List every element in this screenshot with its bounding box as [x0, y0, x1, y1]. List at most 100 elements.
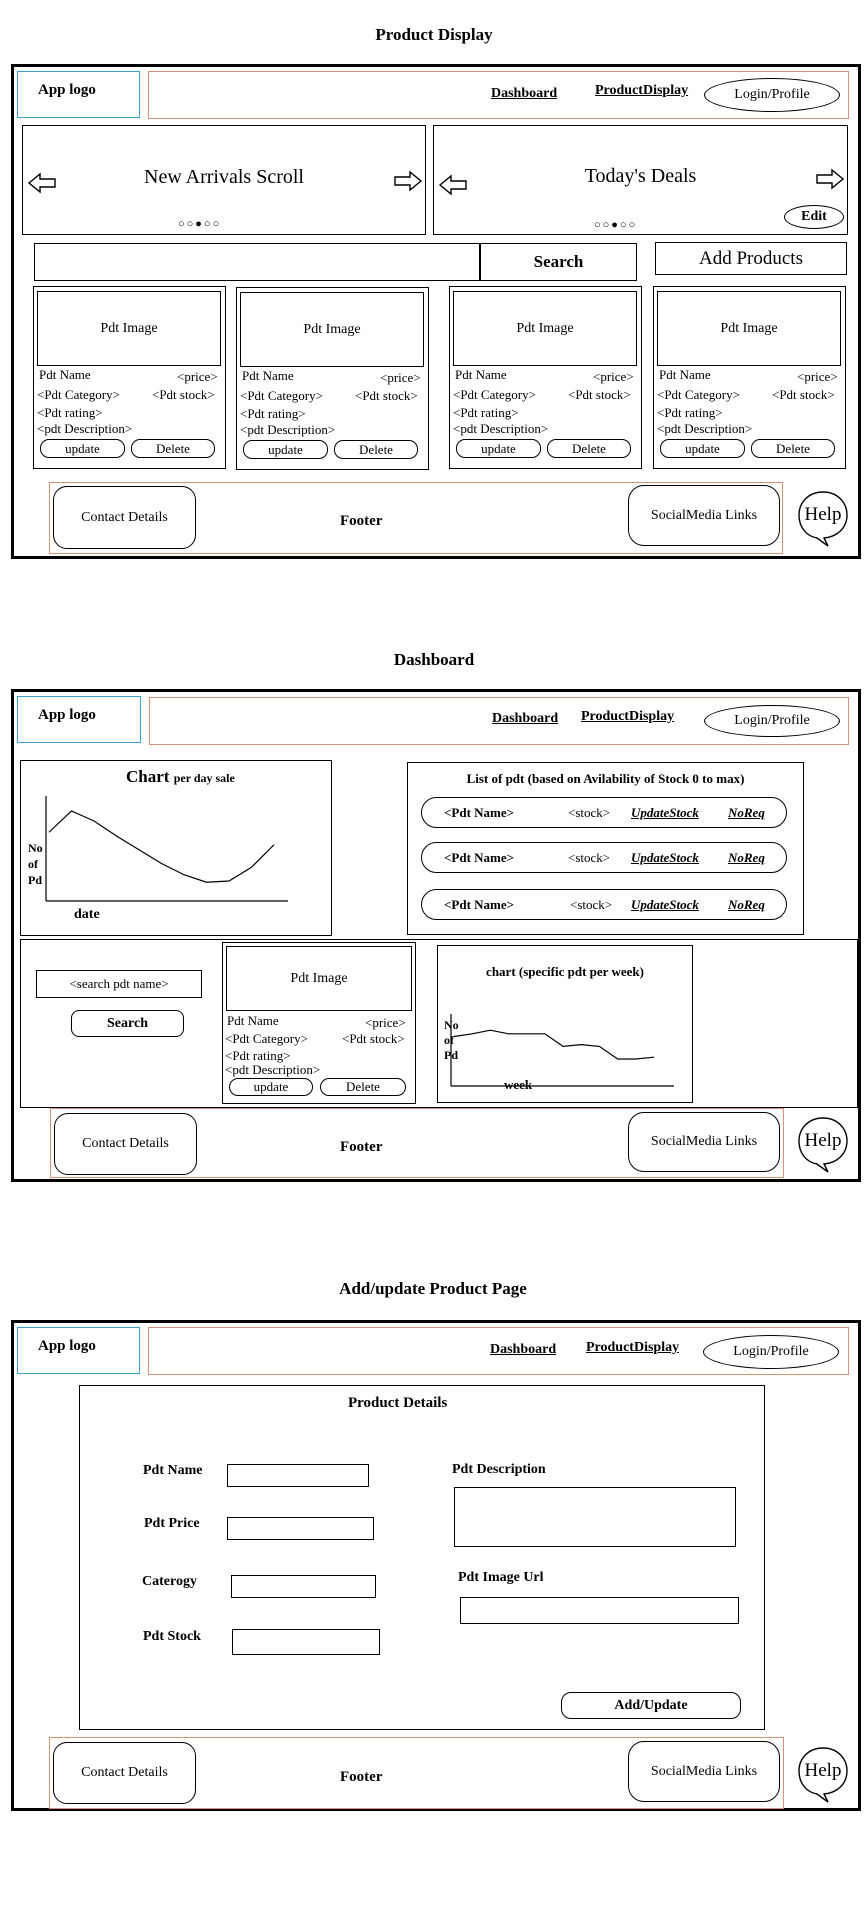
chart-title: Chart per day sale — [126, 767, 235, 786]
social-media-links[interactable]: SocialMedia Links — [628, 1112, 780, 1172]
pdt-image-url-field[interactable] — [460, 1597, 739, 1624]
footer-label: Footer — [340, 1769, 383, 1785]
product-price: <price> — [177, 369, 218, 384]
product-price: <price> — [593, 369, 634, 384]
product-rating: <Pdt rating> — [453, 405, 519, 420]
product-price: <price> — [380, 370, 421, 385]
pdt-name-field[interactable] — [227, 1464, 369, 1487]
delete-button[interactable]: Delete — [131, 439, 215, 458]
product-price: <price> — [365, 1015, 406, 1030]
pdt-description-field[interactable] — [454, 1487, 736, 1547]
product-name: Pdt Name — [242, 368, 294, 383]
stock-row-name: <Pdt Name> — [444, 805, 515, 820]
product-name: Pdt Name — [39, 367, 91, 382]
search-pdt-input[interactable]: <search pdt name> — [36, 970, 202, 998]
app-logo[interactable]: App logo — [17, 696, 141, 743]
login-profile-button[interactable]: Login/Profile — [704, 78, 840, 112]
product-stock: <Pdt stock> — [342, 1031, 405, 1046]
carousel-dots[interactable]: ○○●○○ — [594, 219, 638, 231]
product-description: <pdt Description> — [240, 422, 336, 437]
app-logo[interactable]: App logo — [17, 1327, 140, 1374]
search-input[interactable] — [34, 243, 480, 281]
social-media-links[interactable]: SocialMedia Links — [628, 1741, 780, 1802]
update-button[interactable]: update — [40, 439, 125, 458]
no-req-link[interactable]: NoReq — [728, 897, 765, 912]
new-arrivals-label: New Arrivals Scroll — [144, 166, 304, 188]
stock-list-title: List of pdt (based on Avilability of Sto… — [466, 771, 745, 786]
product-image: Pdt Image — [240, 292, 424, 367]
chart-x-label: date — [74, 907, 100, 922]
carousel-dots[interactable]: ○○●○○ — [178, 218, 222, 230]
update-stock-link[interactable]: UpdateStock — [631, 850, 699, 865]
update-button[interactable]: update — [229, 1078, 313, 1096]
nav-dashboard-link[interactable]: Dashboard — [490, 1342, 557, 1357]
nav-product-display-link[interactable]: ProductDisplay — [581, 709, 675, 724]
navbar: Dashboard ProductDisplay Login/Profile — [148, 1327, 849, 1375]
footer-label: Footer — [340, 513, 383, 529]
arrow-left-icon[interactable] — [27, 172, 57, 194]
product-card: Pdt Image Pdt Name <price> <Pdt Category… — [449, 286, 642, 469]
add-products-button[interactable]: Add Products — [655, 242, 847, 275]
form-title: Product Details — [348, 1395, 448, 1411]
product-name: Pdt Name — [455, 367, 507, 382]
footer-label: Footer — [340, 1139, 383, 1155]
contact-details-link[interactable]: Contact Details — [53, 1742, 196, 1804]
arrow-left-icon[interactable] — [438, 174, 468, 196]
login-profile-button[interactable]: Login/Profile — [704, 705, 840, 737]
arrow-right-icon[interactable] — [815, 168, 845, 190]
add-update-button[interactable]: Add/Update — [561, 1692, 741, 1719]
update-stock-link[interactable]: UpdateStock — [631, 805, 699, 820]
product-image: Pdt Image — [226, 946, 412, 1011]
nav-product-display-link[interactable]: ProductDisplay — [586, 1340, 680, 1355]
contact-details-link[interactable]: Contact Details — [54, 1113, 197, 1175]
pdt-stock-label: Pdt Stock — [143, 1629, 201, 1644]
delete-button[interactable]: Delete — [751, 439, 835, 458]
help-bubble-icon[interactable] — [797, 1746, 849, 1804]
stock-row-stock: <stock> — [570, 897, 613, 912]
nav-dashboard-link[interactable]: Dashboard — [491, 86, 558, 101]
pdt-price-field[interactable] — [227, 1517, 374, 1540]
pdt-stock-field[interactable] — [232, 1629, 380, 1655]
update-button[interactable]: update — [660, 439, 745, 458]
product-description: <pdt Description> — [453, 421, 549, 436]
stock-list-panel: List of pdt (based on Avilability of Sto… — [407, 762, 804, 935]
contact-details-link[interactable]: Contact Details — [53, 486, 196, 549]
page-title: Product Display — [375, 25, 493, 44]
update-button[interactable]: update — [456, 439, 541, 458]
search-button[interactable]: Search — [480, 243, 637, 281]
help-bubble-icon[interactable] — [797, 490, 849, 548]
todays-deals-carousel[interactable]: Today's Deals ○○●○○ Edit — [433, 125, 848, 235]
social-media-links[interactable]: SocialMedia Links — [628, 485, 780, 546]
navbar: Dashboard ProductDisplay Login/Profile — [148, 71, 849, 119]
product-category: <Pdt Category> — [225, 1031, 308, 1046]
nav-product-display-link[interactable]: ProductDisplay — [595, 83, 689, 98]
no-req-link[interactable]: NoReq — [728, 850, 765, 865]
app-logo[interactable]: App logo — [17, 71, 140, 118]
product-card: Pdt Image Pdt Name <price> <Pdt Category… — [653, 286, 846, 469]
chart2-x-label: week — [504, 1077, 533, 1092]
arrow-right-icon[interactable] — [393, 170, 423, 192]
edit-button[interactable]: Edit — [784, 205, 844, 229]
new-arrivals-carousel[interactable]: New Arrivals Scroll ○○●○○ — [22, 125, 426, 235]
series-line — [48, 810, 275, 883]
product-stock: <Pdt stock> — [772, 387, 835, 402]
nav-dashboard-link[interactable]: Dashboard — [492, 711, 559, 726]
delete-button[interactable]: Delete — [334, 440, 418, 459]
delete-button[interactable]: Delete — [320, 1078, 406, 1096]
search-button[interactable]: Search — [71, 1010, 184, 1037]
footer: Contact Details Footer SocialMedia Links — [50, 1108, 784, 1178]
product-name: Pdt Name — [659, 367, 711, 382]
product-card: Pdt Image Pdt Name <price> <Pdt Category… — [33, 286, 226, 469]
update-button[interactable]: update — [243, 440, 328, 459]
footer: Contact Details Footer SocialMedia Links — [49, 1737, 784, 1809]
update-stock-link[interactable]: UpdateStock — [631, 897, 699, 912]
product-image: Pdt Image — [37, 291, 221, 366]
no-req-link[interactable]: NoReq — [728, 805, 765, 820]
help-bubble-icon[interactable] — [797, 1116, 849, 1174]
delete-button[interactable]: Delete — [547, 439, 631, 458]
pdt-description-label: Pdt Description — [452, 1462, 546, 1477]
login-profile-button[interactable]: Login/Profile — [703, 1335, 839, 1369]
category-field[interactable] — [231, 1575, 376, 1598]
product-stock: <Pdt stock> — [152, 387, 215, 402]
